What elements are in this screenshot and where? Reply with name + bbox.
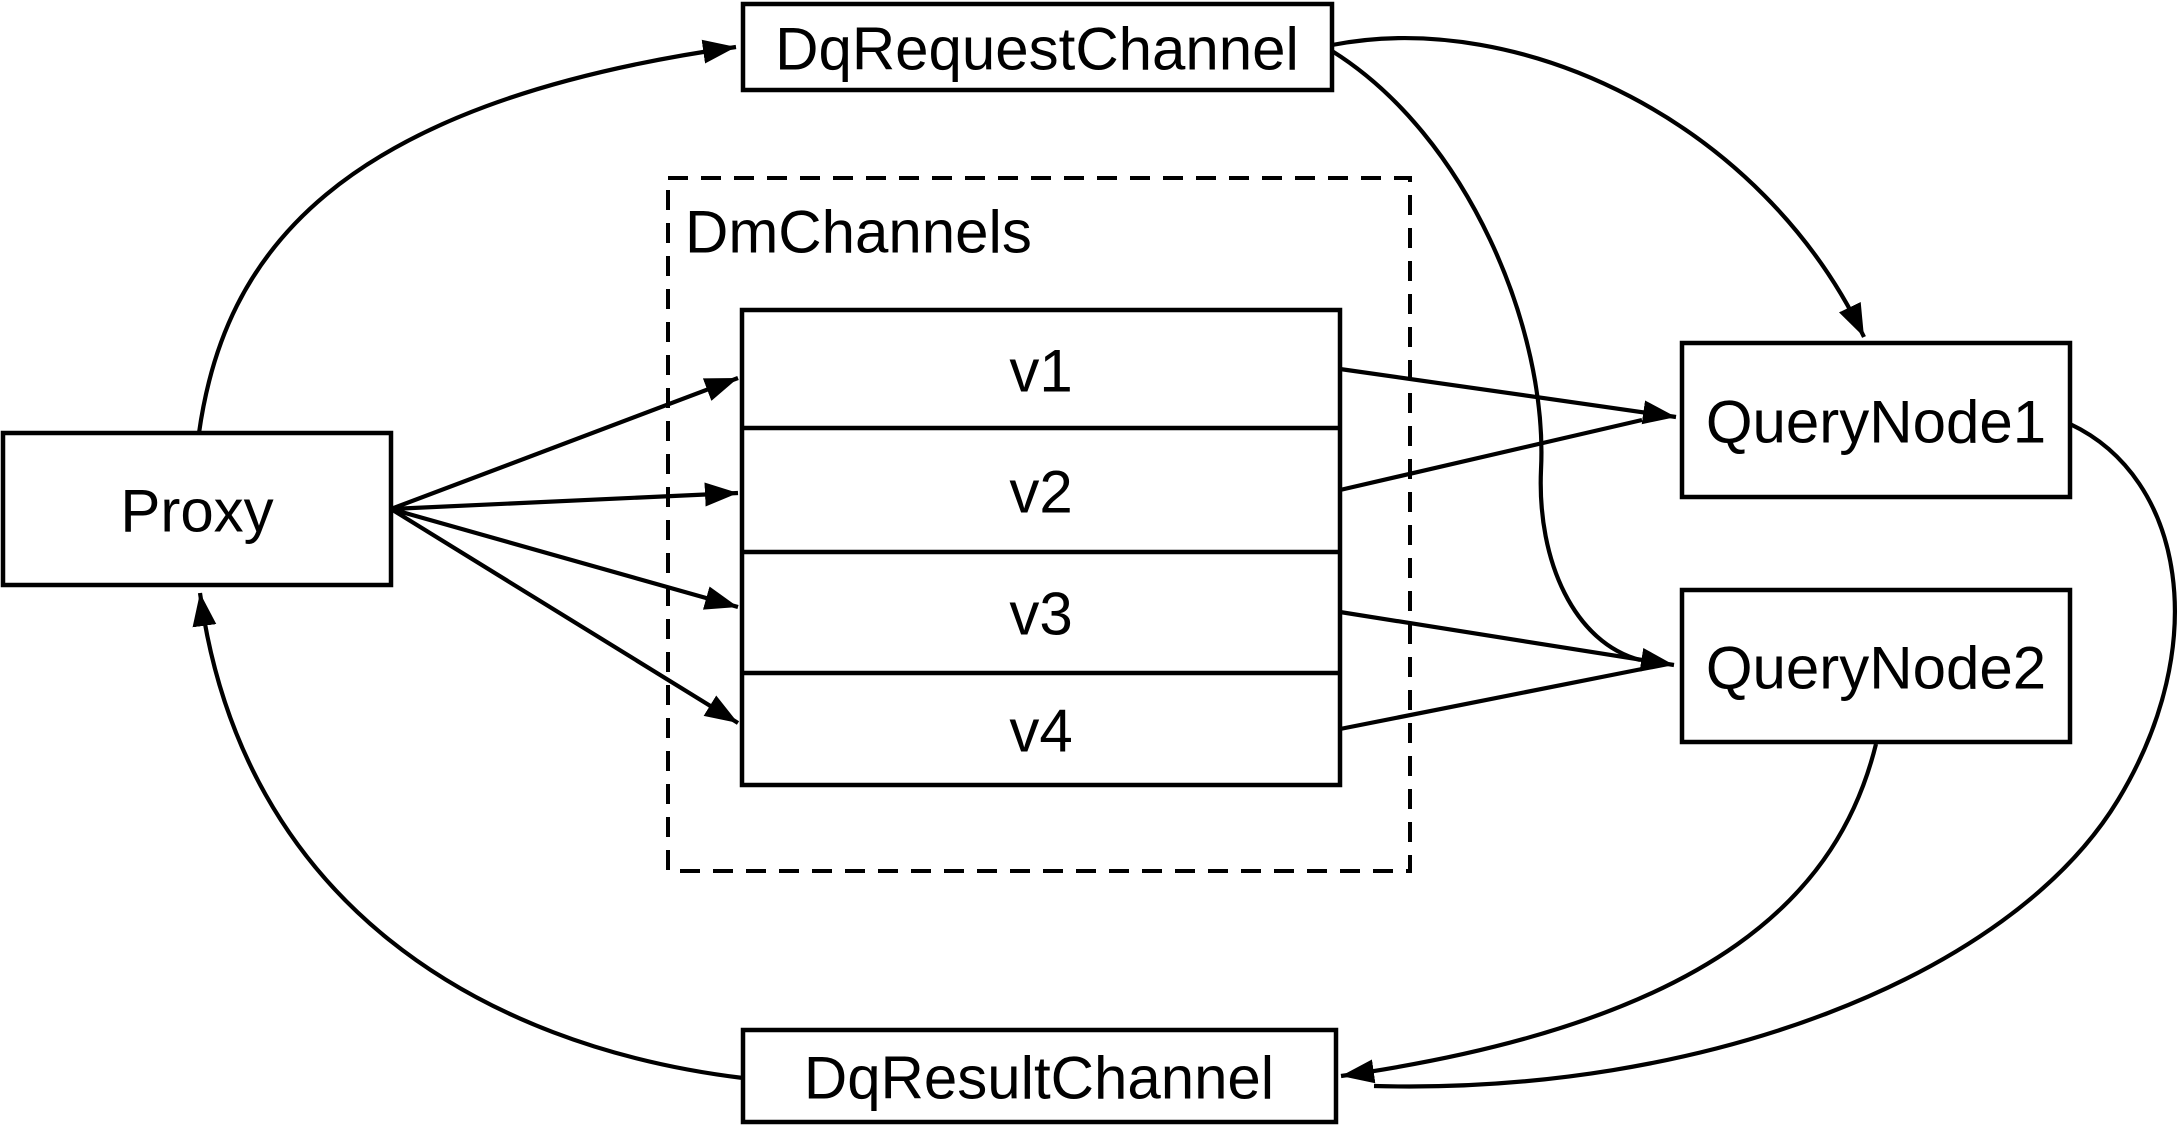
edge-v2-to-querynode1	[1339, 417, 1643, 493]
node-proxy	[0, 430, 394, 588]
node-dq-request-channel-label: DqRequestChannel	[775, 16, 1299, 83]
group-dm-channels	[666, 176, 1412, 873]
edge-proxy-to-v4	[389, 507, 740, 725]
edge-v3-to-querynode2	[1339, 609, 1675, 672]
node-dq-result-channel	[740, 1027, 1339, 1125]
channel-row-v4-label: v4	[1009, 698, 1072, 765]
group-dm-channels-label: DmChannels	[685, 199, 1032, 266]
node-querynode2-label: QueryNode2	[1706, 635, 2046, 702]
edge-v4-to-querynode2	[1339, 666, 1643, 732]
edge-dq-request-channel-to-querynode1	[1331, 36, 1866, 338]
edge-v1-to-querynode1	[1339, 366, 1677, 425]
node-channel-table	[739, 307, 1343, 788]
edge-querynode2-to-dq-result-channel	[1340, 743, 1879, 1084]
edge-proxy-to-dq-request-channel	[196, 39, 737, 434]
edge-dq-request-channel-to-querynode2	[1330, 49, 1641, 663]
node-querynode1-label: QueryNode1	[1706, 389, 2046, 456]
node-dq-request-channel	[740, 1, 1335, 93]
channel-row-v1-label: v1	[1009, 338, 1072, 405]
channel-row-v2-label: v2	[1009, 459, 1072, 526]
edge-proxy-to-v3	[390, 506, 739, 610]
edge-proxy-to-v2	[390, 482, 739, 512]
node-querynode2	[1679, 587, 2073, 745]
node-querynode1	[1679, 340, 2073, 500]
edge-dq-result-channel-to-proxy	[192, 592, 744, 1081]
node-proxy-label: Proxy	[120, 478, 273, 545]
channel-row-v3-label: v3	[1009, 581, 1072, 648]
edge-proxy-to-v1	[390, 376, 739, 511]
edge-querynode1-to-dq-result-channel	[1373, 422, 2177, 1089]
node-dq-result-channel-label: DqResultChannel	[804, 1045, 1274, 1112]
